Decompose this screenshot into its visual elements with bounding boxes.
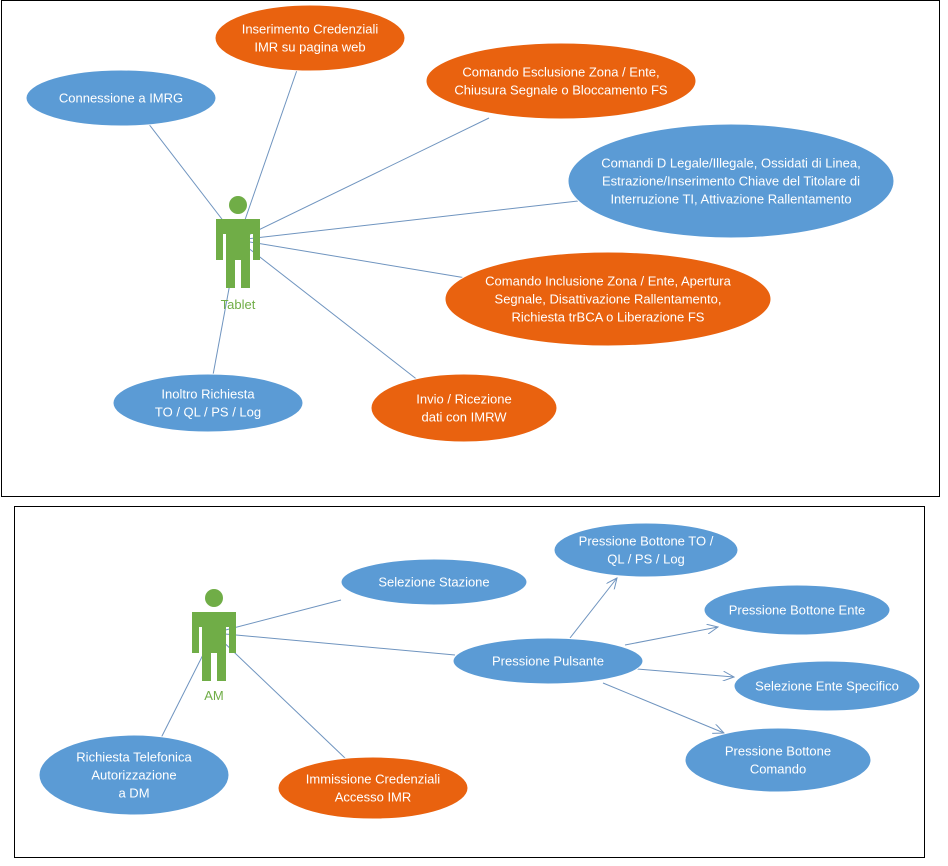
use-case-ellipse: [684, 727, 872, 793]
use-case-ellipse: [277, 756, 469, 820]
use-case-pressione-pulsante: Pressione Pulsante: [452, 637, 644, 685]
extends-ente-specifico: [636, 668, 734, 677]
use-case-label: Segnale, Disattivazione Rallentamento,: [495, 292, 722, 307]
use-case-label: Selezione Stazione: [378, 575, 489, 590]
edges-layer: [147, 69, 734, 760]
association-inclusione: [237, 239, 467, 279]
use-case-label: Accesso IMR: [335, 790, 412, 805]
use-case-ellipse: [444, 251, 772, 347]
use-case-label: QL / PS / Log: [607, 552, 685, 567]
use-case-label: Estrazione/Inserimento Chiave del Titola…: [602, 174, 860, 189]
use-case-label: Comandi D Legale/Illegale, Ossidati di L…: [601, 156, 860, 171]
use-case-label: Pressione Bottone TO /: [579, 534, 714, 549]
association-credenziali: [237, 69, 298, 241]
use-case-ellipse: [340, 558, 528, 606]
use-case-ellipse: [733, 660, 921, 712]
actor-head: [205, 589, 223, 607]
use-case-ellipse: [567, 123, 895, 239]
use-case-label: Selezione Ente Specifico: [755, 679, 899, 694]
use-case-ente-specifico: Selezione Ente Specifico: [733, 660, 921, 712]
use-case-ellipse: [452, 637, 644, 685]
use-case-ellipse: [425, 42, 697, 120]
use-case-ellipse: [25, 69, 217, 127]
use-case-ellipse: [112, 373, 304, 433]
use-case-label: Invio / Ricezione: [416, 392, 511, 407]
association-immissione-credenziali: [213, 632, 347, 760]
use-case-ellipse: [38, 734, 230, 816]
use-case-bottone-ente: Pressione Bottone Ente: [703, 584, 891, 636]
use-case-bottone-to: Pressione Bottone TO / QL / PS / Log: [553, 522, 739, 578]
actor-head: [229, 196, 247, 214]
use-case-label: Interruzione TI, Attivazione Rallentamen…: [610, 192, 851, 207]
use-case-label: Connessione a IMRG: [59, 91, 183, 106]
use-case-comandi-d: Comandi D Legale/Illegale, Ossidati di L…: [567, 123, 895, 239]
use-case-label: Immissione Credenziali: [306, 772, 440, 787]
use-case-label: IMR su pagina web: [254, 40, 365, 55]
use-case-esclusione: Comando Esclusione Zona / Ente, Chiusura …: [425, 42, 697, 120]
nodes-layer: Connessione a IMRG Inserimento Credenzial…: [25, 4, 921, 820]
actor-label: AM: [204, 688, 224, 703]
actor-body: [192, 612, 236, 681]
association-esclusione: [237, 117, 490, 241]
use-case-label: Pressione Pulsante: [492, 654, 604, 669]
use-case-label: Pressione Bottone Ente: [729, 603, 866, 618]
actor-label: Tablet: [221, 297, 256, 312]
actor-tablet: Tablet: [216, 196, 260, 312]
use-case-invio: Invio / Ricezione dati con IMRW: [370, 373, 558, 443]
association-invio: [237, 239, 420, 382]
use-case-label: Chiusura Segnale o Bloccamento FS: [454, 83, 668, 98]
use-case-label: TO / QL / PS / Log: [155, 405, 261, 420]
use-case-label: Inoltro Richiesta: [161, 387, 255, 402]
association-pressione-pulsante: [213, 632, 456, 656]
use-case-inclusione: Comando Inclusione Zona / Ente, Apertura…: [444, 251, 772, 347]
use-case-ellipse: [214, 4, 406, 72]
use-case-label: Richiesta trBCA o Liberazione FS: [512, 310, 705, 325]
use-case-connessione: Connessione a IMRG: [25, 69, 217, 127]
extends-bottone-to: [569, 578, 617, 639]
use-case-ellipse: [553, 522, 739, 578]
use-case-label: Pressione Bottone: [725, 744, 831, 759]
use-case-label: Comando Esclusione Zona / Ente,: [462, 65, 659, 80]
association-comandi-d: [237, 200, 579, 241]
use-case-inoltro: Inoltro Richiesta TO / QL / PS / Log: [112, 373, 304, 433]
actor-body: [216, 219, 260, 288]
use-case-ellipse: [370, 373, 558, 443]
use-case-label: Comando Inclusione Zona / Ente, Apertura: [485, 274, 731, 289]
use-case-selezione-stazione: Selezione Stazione: [340, 558, 528, 606]
use-case-ellipse: [703, 584, 891, 636]
use-case-label: a DM: [118, 786, 149, 801]
actor-am: AM: [192, 589, 236, 703]
use-case-label: Autorizzazione: [91, 768, 176, 783]
extends-bottone-ente: [624, 627, 718, 646]
use-case-label: dati con IMRW: [421, 410, 507, 425]
use-case-label: Inserimento Credenziali: [242, 22, 379, 37]
use-case-label: Richiesta Telefonica: [76, 750, 192, 765]
extends-bottone-comando: [602, 682, 724, 733]
use-case-label: Comando: [750, 762, 806, 777]
